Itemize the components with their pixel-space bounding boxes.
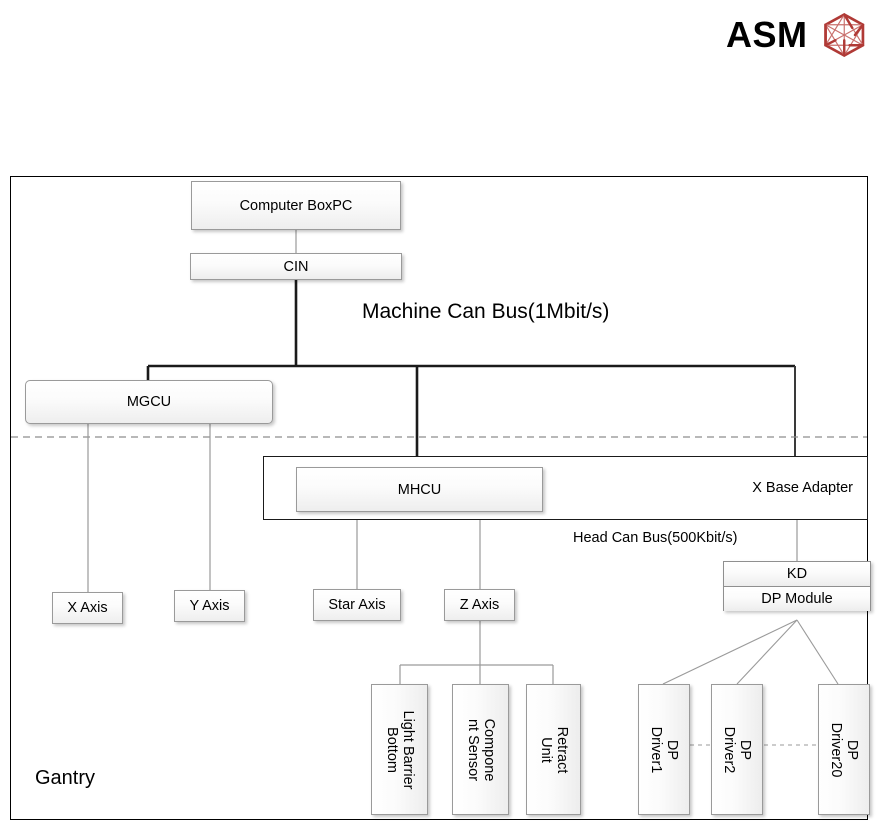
node-dp-module[interactable]: DP Module	[724, 586, 870, 611]
node-star-axis[interactable]: Star Axis	[313, 589, 401, 621]
brand-wordmark: ASM	[726, 14, 808, 55]
node-z-axis-label: Z Axis	[459, 597, 500, 613]
node-mgcu[interactable]: MGCU	[25, 380, 273, 424]
node-cin[interactable]: CIN	[190, 253, 402, 280]
node-dp-driver-2-label: DP Driver2	[721, 726, 754, 773]
node-star-axis-label: Star Axis	[328, 597, 386, 613]
machine-can-bus-label: Machine Can Bus(1Mbit/s)	[362, 300, 610, 323]
node-light-barrier-bottom-label: Light Barrier Bottom	[383, 710, 416, 789]
node-kd-dp-module-stack[interactable]: KD DP Module	[723, 561, 871, 611]
node-z-axis[interactable]: Z Axis	[444, 589, 515, 621]
node-kd-label: KD	[786, 566, 808, 582]
node-light-barrier-bottom[interactable]: Light Barrier Bottom	[371, 684, 428, 815]
x-base-adapter-label: X Base Adapter	[752, 480, 853, 496]
node-computer-boxpc-label: Computer BoxPC	[239, 197, 353, 214]
node-x-axis[interactable]: X Axis	[52, 592, 123, 624]
node-mhcu-label: MHCU	[397, 481, 442, 498]
node-mgcu-label: MGCU	[126, 394, 172, 410]
node-dp-driver-1[interactable]: DP Driver1	[638, 684, 690, 815]
node-dp-driver-20-label: DP Driver20	[828, 722, 861, 777]
node-component-sensor-label: Compone nt Sensor	[464, 718, 497, 781]
node-dp-driver-1-label: DP Driver1	[648, 726, 681, 773]
node-retract-unit[interactable]: Retract Unit	[526, 684, 581, 815]
node-retract-unit-label: Retract Unit	[537, 726, 570, 773]
node-component-sensor[interactable]: Compone nt Sensor	[452, 684, 509, 815]
head-can-bus-label: Head Can Bus(500Kbit/s)	[573, 530, 738, 546]
node-kd[interactable]: KD	[724, 562, 870, 586]
node-y-axis[interactable]: Y Axis	[174, 590, 245, 622]
node-dp-driver-2[interactable]: DP Driver2	[711, 684, 763, 815]
node-dp-module-label: DP Module	[761, 591, 833, 607]
brand-logo: ASM	[726, 8, 866, 62]
node-computer-boxpc[interactable]: Computer BoxPC	[191, 181, 401, 230]
node-mhcu[interactable]: MHCU	[296, 467, 543, 512]
node-cin-label: CIN	[283, 258, 309, 275]
node-x-axis-label: X Axis	[67, 600, 108, 616]
node-y-axis-label: Y Axis	[189, 598, 230, 614]
gantry-label: Gantry	[35, 767, 96, 789]
node-dp-driver-20[interactable]: DP Driver20	[818, 684, 870, 815]
hexagon-lattice-logo-icon	[823, 13, 864, 57]
